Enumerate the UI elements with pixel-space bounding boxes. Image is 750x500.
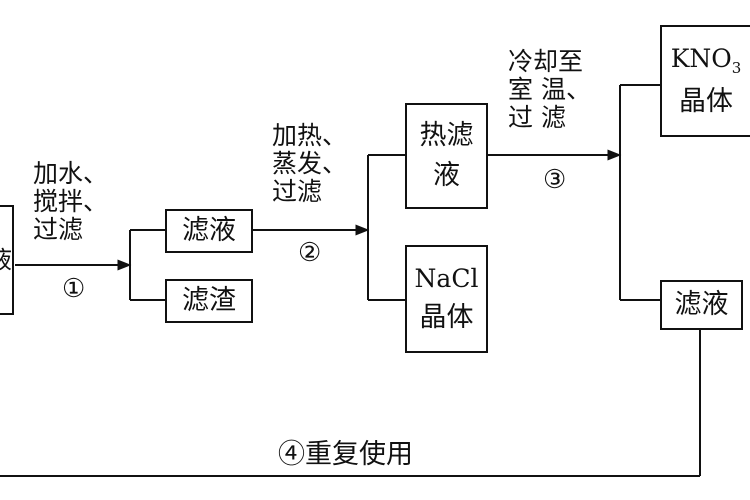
filtrate2-box: 滤液: [660, 280, 743, 330]
start-box-label: 液: [0, 246, 12, 273]
step2-line1: 加热、: [272, 121, 348, 150]
nacl-formula: NaCl: [414, 264, 479, 294]
step1-line1: 加水、: [33, 159, 109, 188]
step4-label: ④重复使用: [276, 439, 415, 471]
kno3-formula-sub: 3: [731, 59, 742, 78]
step3-line2: 室 温、: [508, 75, 591, 104]
step3-label: 冷却至 室 温、 过 滤: [508, 48, 591, 132]
kno3-crystal-box: KNO3 晶体: [660, 25, 750, 137]
filtrate2-label: 滤液: [674, 289, 729, 321]
hot-filtrate-line1: 热滤: [419, 120, 474, 152]
step2-line2: 蒸发、: [272, 149, 348, 178]
nacl-crystal-box: NaCl 晶体: [405, 245, 488, 353]
kno3-crystal-label: 晶体: [679, 85, 733, 117]
step1-label: 加水、 搅拌、 过滤: [33, 160, 108, 244]
hot-filtrate-box: 热滤 液: [405, 103, 488, 209]
residue-label: 滤渣: [182, 285, 236, 317]
nacl-crystal-label: 晶体: [419, 301, 474, 333]
kno3-formula: KNO3: [671, 45, 742, 77]
kno3-formula-main: KNO: [670, 44, 732, 74]
step2-label: 加热、 蒸发、 过滤: [272, 122, 347, 206]
step3-number: ③: [543, 165, 567, 195]
step1-line3: 过滤: [33, 215, 84, 244]
step2-number: ②: [298, 238, 322, 268]
hot-filtrate-line2: 液: [433, 160, 460, 191]
step1-number: ①: [62, 274, 86, 304]
step3-line1: 冷却至: [508, 47, 584, 76]
step1-line2: 搅拌、: [33, 187, 109, 216]
filtrate-box: 滤液: [165, 209, 253, 253]
start-box: 液: [0, 205, 14, 315]
step2-line3: 过滤: [272, 177, 323, 206]
residue-box: 滤渣: [165, 279, 253, 323]
step3-line3: 过 滤: [508, 103, 566, 132]
filtrate-label: 滤液: [182, 215, 236, 247]
